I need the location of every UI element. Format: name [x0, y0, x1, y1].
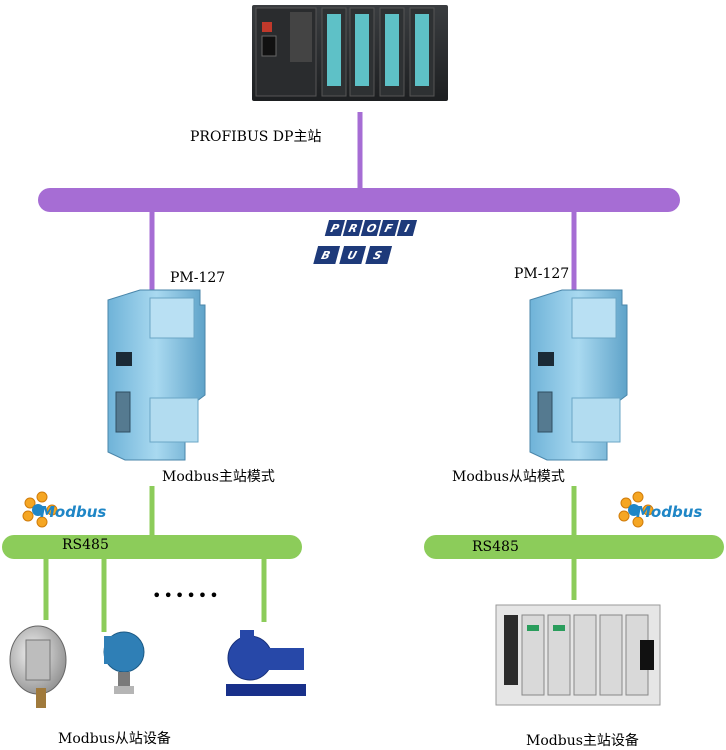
centrifugal-pump-icon — [226, 630, 306, 696]
rs485-label-left: RS485 — [62, 537, 109, 553]
pressure-transmitter-icon — [103, 631, 145, 694]
gateway-mode-right: Modbus从站模式 — [452, 469, 565, 485]
logo-letter: R — [347, 222, 359, 235]
gateway-mode-left: Modbus主站模式 — [162, 469, 275, 485]
gateway-pm127-icon — [107, 289, 206, 461]
logo-letter: O — [365, 222, 378, 235]
rs485-bus-left — [2, 535, 302, 559]
rs485-label-right: RS485 — [472, 539, 519, 555]
modbus-logo-right: Modbus — [618, 491, 702, 528]
profibus-bus — [38, 188, 680, 212]
more-devices-ellipsis: •••••• — [152, 586, 221, 605]
profibus-logo: P R O F I B U S — [313, 220, 418, 264]
logo-letter: I — [403, 222, 411, 235]
modbus-master-plc-icon — [495, 604, 661, 706]
rs485-bus-right — [424, 535, 724, 559]
logo-letter: S — [372, 249, 383, 262]
modbus-logo-text: Modbus — [40, 503, 106, 521]
modbus-logo-left: Modbus — [22, 491, 106, 528]
logo-letter: B — [320, 249, 332, 262]
profibus-master-plc-icon — [252, 5, 448, 101]
gateway-pm127-icon — [529, 289, 628, 461]
master-device-caption: Modbus主站设备 — [526, 733, 639, 749]
pressure-sensor-icon — [9, 625, 67, 708]
slave-devices-caption: Modbus从站设备 — [58, 731, 171, 747]
gateway-name-right: PM-127 — [514, 266, 570, 282]
modbus-logo-text: Modbus — [636, 503, 702, 521]
gateway-name-left: PM-127 — [170, 270, 226, 286]
logo-letter: F — [383, 222, 394, 235]
profibus-master-label: PROFIBUS DP主站 — [190, 129, 322, 145]
logo-letter: U — [346, 249, 358, 262]
